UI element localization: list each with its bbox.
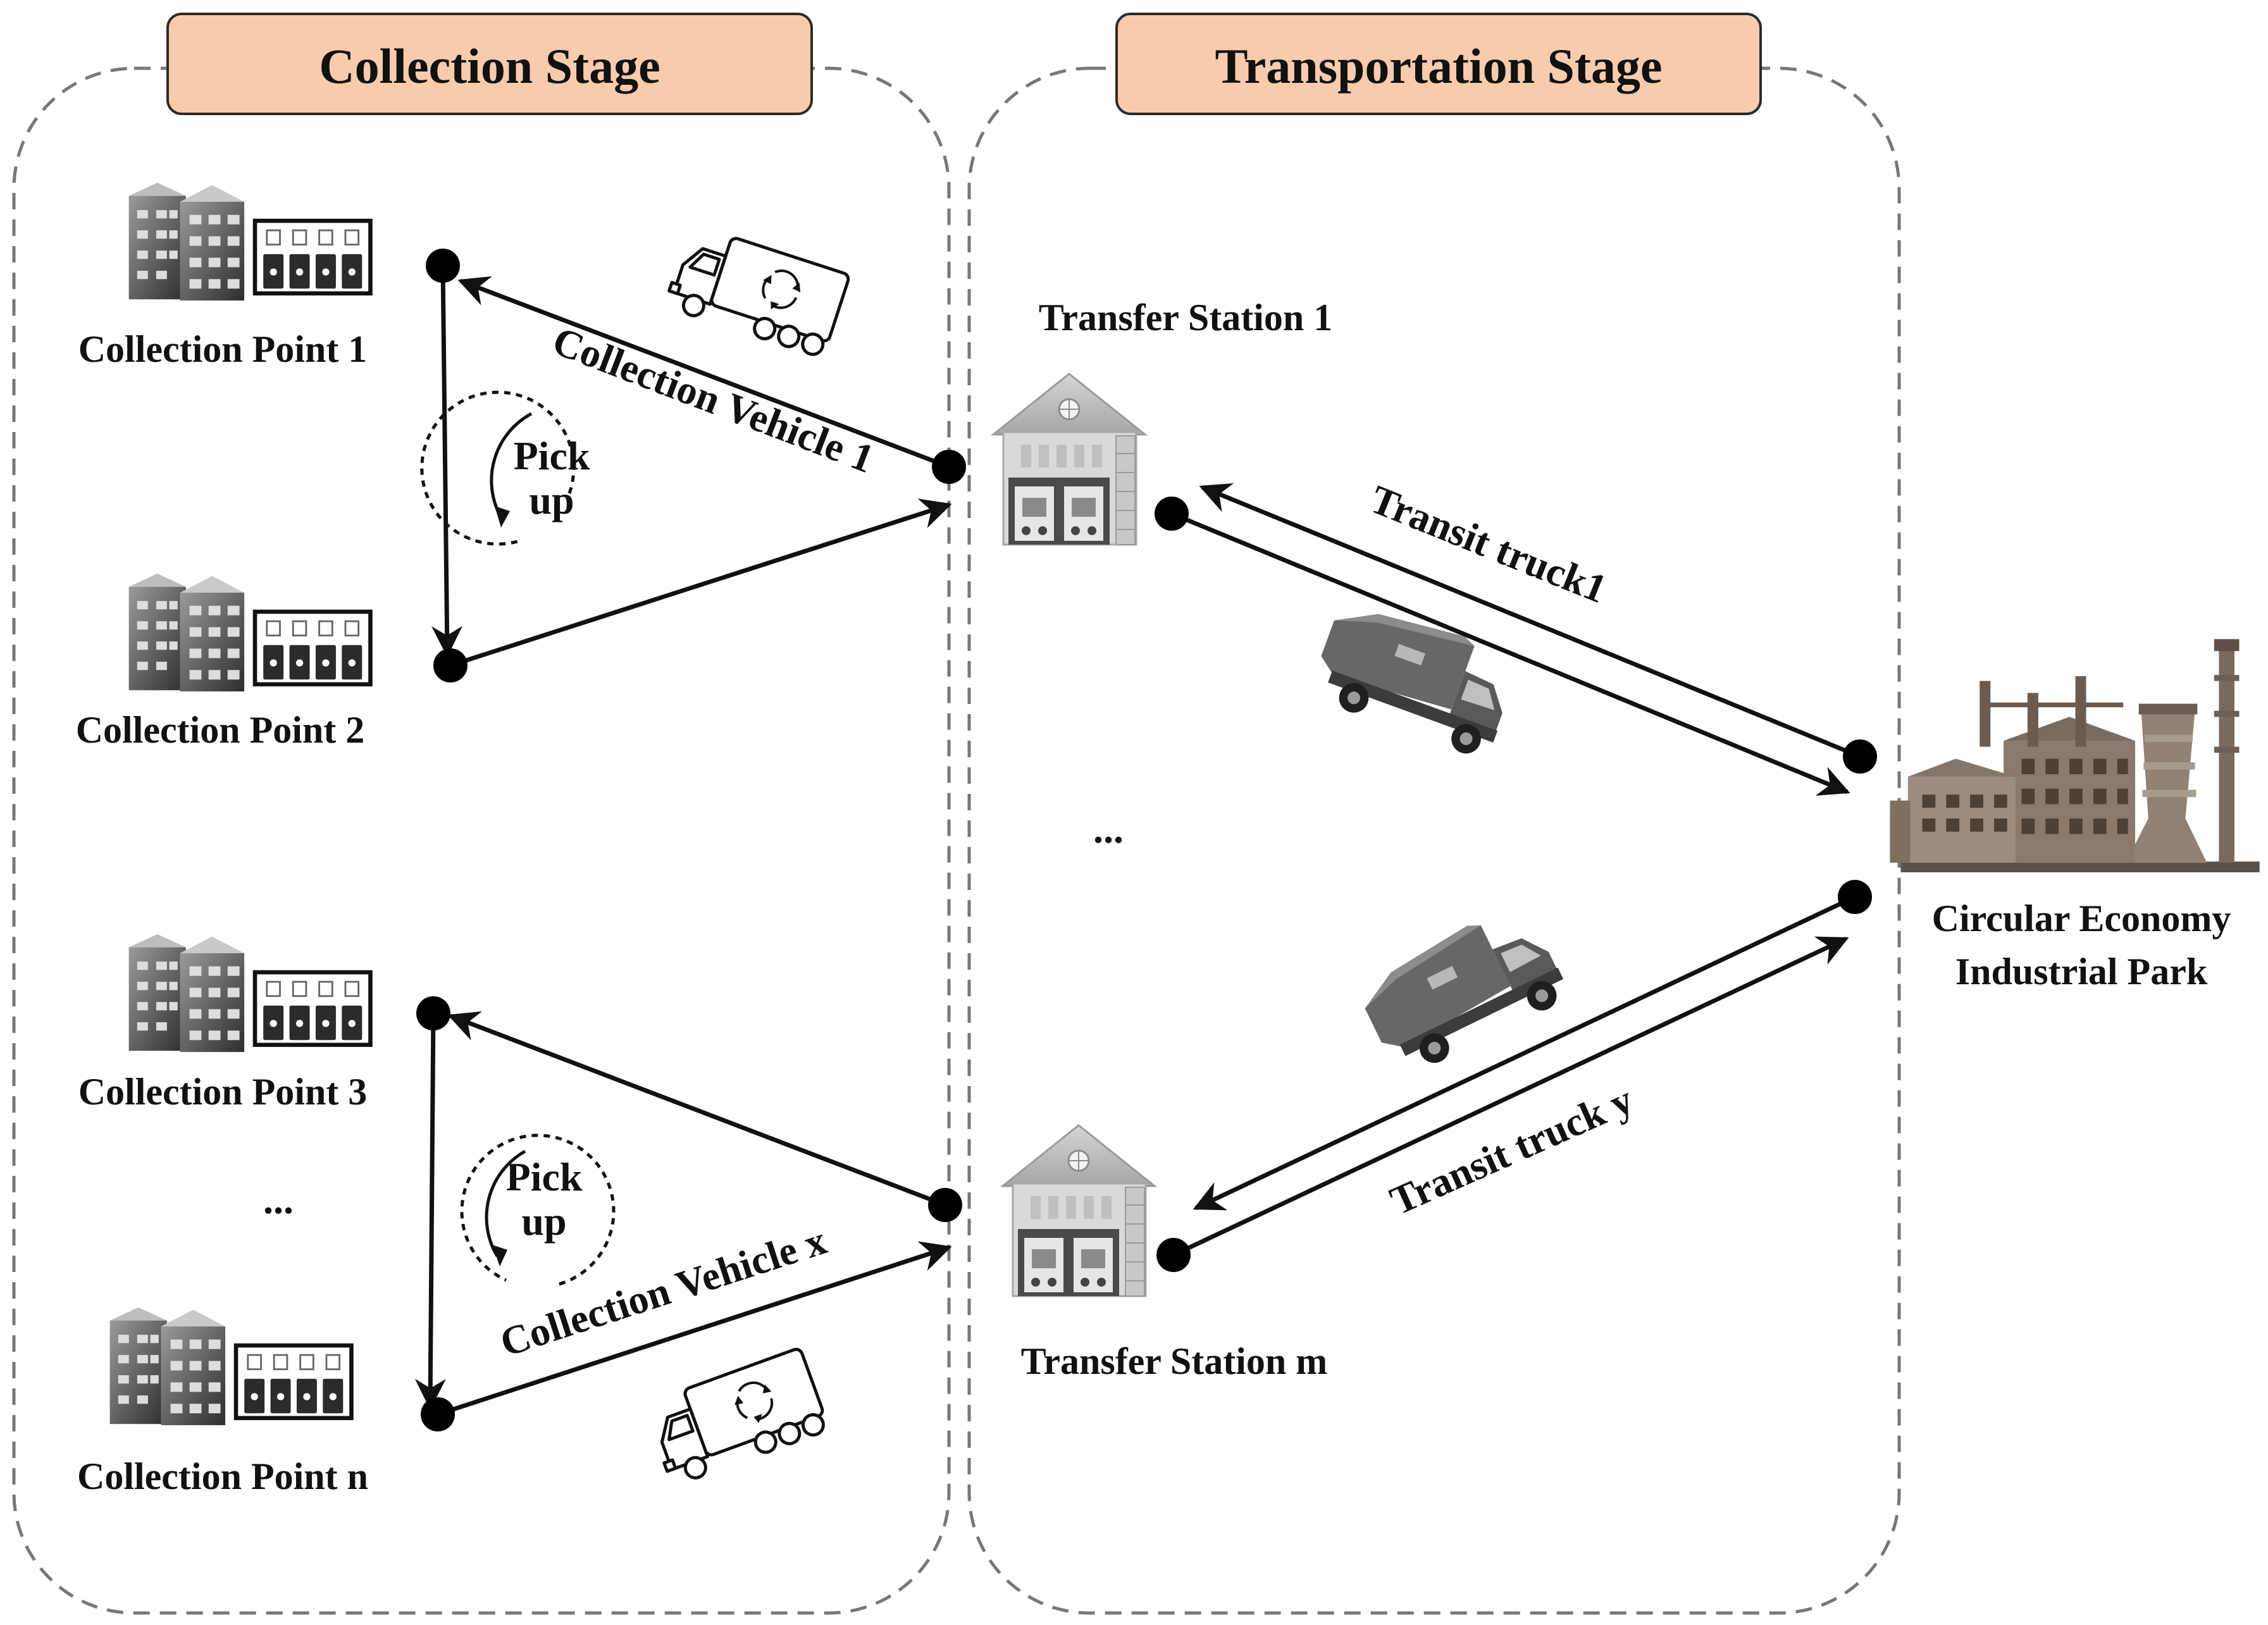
route-station1-to-point1 — [457, 276, 950, 469]
transit-route-park-to-station1 — [1199, 483, 1861, 759]
pickup-top-line2: up — [529, 478, 574, 522]
node-point-1 — [426, 249, 460, 283]
collection-stage-title: Collection Stage — [319, 39, 660, 94]
collection-points-ellipsis: ... — [263, 1177, 294, 1222]
pickup-bottom-line2: up — [521, 1199, 566, 1244]
transfer-station-1-icon — [992, 373, 1146, 546]
transit-route-park-to-stationm — [1193, 894, 1856, 1211]
factory-icon — [1890, 639, 2259, 872]
transit-route-stationm-to-park — [1172, 936, 1849, 1257]
collection-point-n-label: Collection Point n — [77, 1455, 368, 1497]
recycling-truck-icon — [664, 223, 850, 358]
transit-truck-1-label: Transit truck1 — [1365, 476, 1613, 612]
node-park-bottom — [1838, 880, 1872, 914]
node-point-3 — [416, 996, 450, 1030]
collection-point-1-label: Collection Point 1 — [78, 328, 368, 370]
node-station-1-out — [1155, 497, 1189, 531]
apartment-building-icon — [110, 1307, 352, 1425]
collection-vehicle-1-label: Collection Vehicle 1 — [547, 318, 880, 482]
apartment-building-icon — [129, 183, 371, 300]
node-point-n — [421, 1397, 455, 1431]
transit-route-station1-to-park — [1170, 511, 1850, 796]
node-station-m-in — [928, 1188, 962, 1222]
pickup-top-line1: Pick — [514, 433, 590, 478]
apartment-building-icon — [129, 574, 371, 691]
route-point3-to-pointn — [414, 1013, 446, 1410]
garbage-compactor-truck-icon — [1306, 592, 1524, 762]
node-park-top — [1843, 739, 1877, 774]
route-stationm-to-point3 — [447, 1011, 946, 1208]
transfer-stations-ellipsis: ... — [1093, 806, 1124, 851]
route-point2-to-station1 — [449, 498, 952, 668]
transfer-station-m-icon — [1001, 1124, 1156, 1297]
transfer-station-1-label: Transfer Station 1 — [1039, 297, 1332, 338]
destination-label-line2: Industrial Park — [1955, 951, 2208, 992]
transportation-stage-title: Transportation Stage — [1215, 39, 1662, 94]
collection-stage-header: Collection Stage — [166, 13, 813, 115]
route-point1-to-point2 — [431, 265, 462, 657]
pickup-loop-bottom: Pick up — [460, 1134, 616, 1286]
destination-label-line1: Circular Economy — [1932, 898, 2231, 939]
node-point-2 — [433, 648, 468, 683]
pickup-loop-top: Pick up — [420, 390, 590, 546]
garbage-compactor-truck-icon — [1352, 898, 1573, 1082]
recycling-truck-icon — [643, 1347, 829, 1486]
node-station-m-out — [1156, 1238, 1191, 1272]
collection-point-3-label: Collection Point 3 — [78, 1071, 368, 1113]
pickup-bottom-line1: Pick — [506, 1154, 583, 1199]
node-station-1-in — [932, 450, 966, 484]
collection-point-2-label: Collection Point 2 — [76, 709, 365, 751]
transfer-station-m-label: Transfer Station m — [1021, 1340, 1327, 1382]
apartment-building-icon — [129, 934, 371, 1052]
route-pointn-to-stationm — [437, 1241, 952, 1417]
transportation-stage-header: Transportation Stage — [1115, 13, 1762, 115]
transit-truck-y-label: Transit truck y — [1384, 1077, 1640, 1223]
